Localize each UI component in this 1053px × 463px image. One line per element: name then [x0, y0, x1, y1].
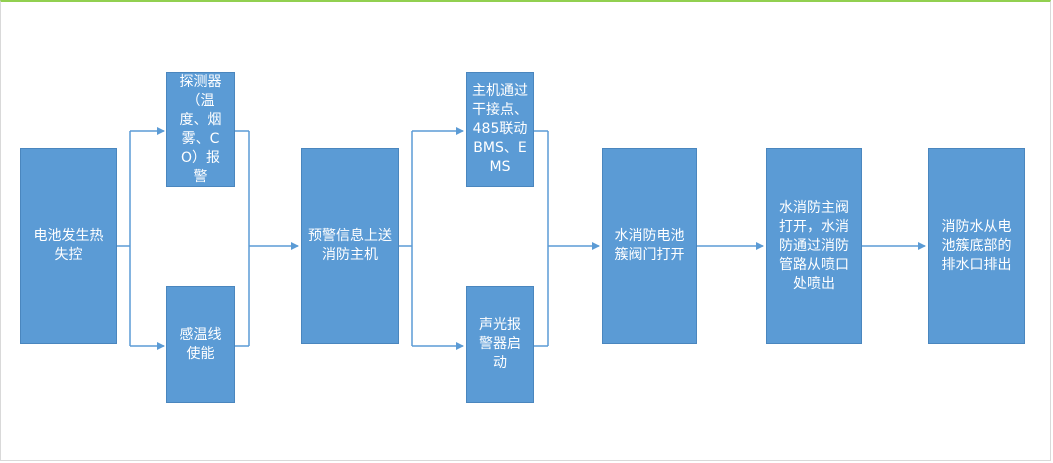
node-main-valve-spray-label: 水消防主阀打开，水消防通过消防管路从喷口处喷出 — [779, 199, 849, 292]
node-detector-alarm: 探测器（温度、烟雾、CO）报警 — [166, 72, 235, 187]
node-host-link: 主机通过干接点、485联动BMS、EMS — [466, 72, 534, 187]
node-warning-upload: 预警信息上送消防主机 — [301, 148, 399, 344]
node-detector-alarm-label: 探测器（温度、烟雾、CO）报警 — [179, 73, 222, 185]
node-water-drain: 消防水从电池簇底部的排水口排出 — [928, 148, 1025, 344]
node-heat-cable: 感温线使能 — [166, 286, 235, 403]
node-sound-light-alarm: 声光报警器启动 — [466, 286, 534, 403]
node-cluster-valve-open-label: 水消防电池簇阀门打开 — [614, 228, 685, 263]
node-water-drain-label: 消防水从电池簇底部的排水口排出 — [941, 218, 1012, 273]
node-warning-upload-label: 预警信息上送消防主机 — [308, 228, 392, 263]
node-sound-light-alarm-label: 声光报警器启动 — [479, 317, 521, 371]
node-heat-cable-label: 感温线使能 — [179, 326, 222, 362]
node-cluster-valve-open: 水消防电池簇阀门打开 — [602, 148, 697, 344]
node-main-valve-spray: 水消防主阀打开，水消防通过消防管路从喷口处喷出 — [766, 148, 862, 344]
node-host-link-label: 主机通过干接点、485联动BMS、EMS — [472, 83, 528, 175]
node-battery-thermal-runaway: 电池发生热失控 — [20, 148, 117, 344]
node-battery-thermal-runaway-label: 电池发生热失控 — [33, 228, 104, 263]
